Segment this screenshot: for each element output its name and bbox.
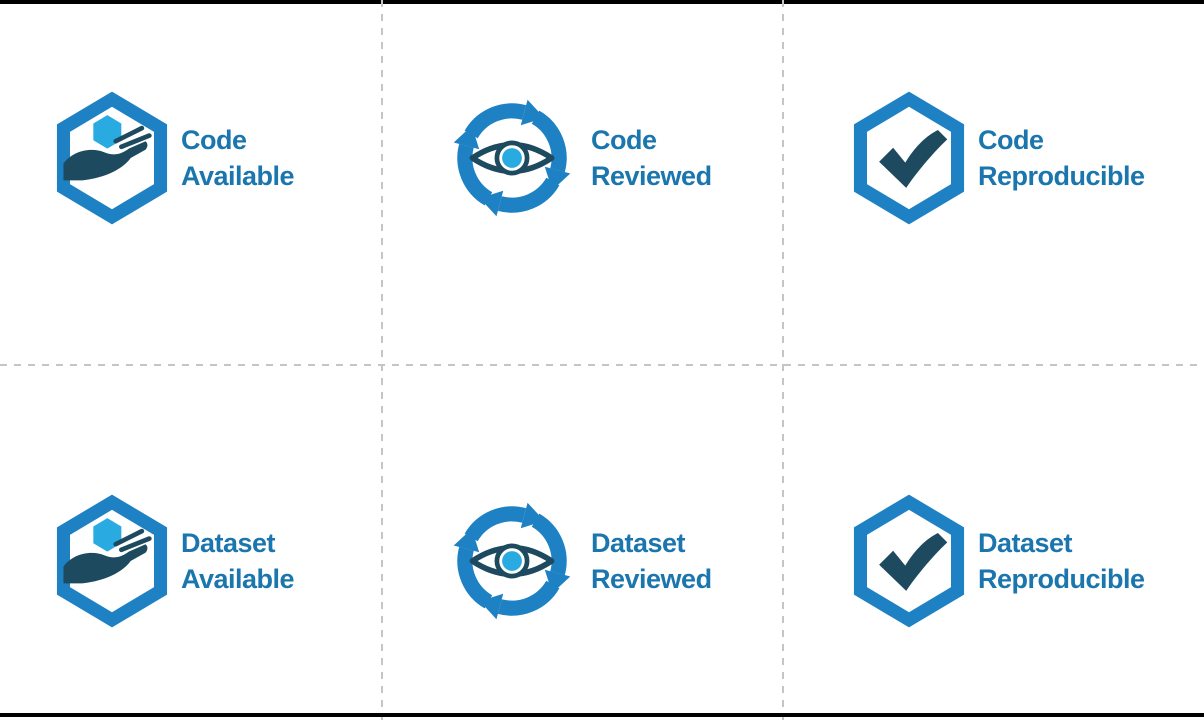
badge-dataset-reviewed: Dataset Reviewed xyxy=(446,495,712,627)
hexagon-checkmark-icon xyxy=(853,494,965,628)
badge-code-reviewed: Code Reviewed xyxy=(446,92,712,224)
bottom-border-bar xyxy=(0,713,1204,717)
hand-holding-hexagon-icon xyxy=(56,494,168,628)
badge-label-line1: Dataset xyxy=(978,527,1073,558)
grid-divider-horizontal xyxy=(0,364,1204,366)
badge-label-line1: Dataset xyxy=(181,527,276,558)
badge-code-reproducible: Code Reproducible xyxy=(853,91,1145,225)
badge-label: Dataset Reviewed xyxy=(591,525,712,597)
badge-label: Code Available xyxy=(181,122,295,194)
badge-label: Code Reviewed xyxy=(591,122,712,194)
badge-label-line1: Code xyxy=(181,124,247,155)
cell-dataset-available: Dataset Available xyxy=(0,365,382,720)
grid-divider-vertical-1 xyxy=(381,0,383,720)
badge-label-line1: Code xyxy=(591,124,657,155)
cell-dataset-reproducible: Dataset Reproducible xyxy=(783,365,1204,720)
cycle-arrows-eye-icon xyxy=(446,92,578,224)
badge-label-line2: Reproducible xyxy=(978,563,1145,594)
badge-label: Dataset Available xyxy=(181,525,295,597)
badge-dataset-reproducible: Dataset Reproducible xyxy=(853,494,1145,628)
badge-label-line1: Code xyxy=(978,124,1044,155)
hand-holding-hexagon-icon xyxy=(56,91,168,225)
cell-dataset-reviewed: Dataset Reviewed xyxy=(382,365,783,720)
badge-label-line2: Available xyxy=(181,160,295,191)
badge-dataset-available: Dataset Available xyxy=(56,494,295,628)
grid-divider-vertical-2 xyxy=(782,0,784,720)
badge-label-line2: Reproducible xyxy=(978,160,1145,191)
badge-label-line2: Reviewed xyxy=(591,160,712,191)
cell-code-reviewed: Code Reviewed xyxy=(382,0,783,365)
cell-code-reproducible: Code Reproducible xyxy=(783,0,1204,365)
cell-code-available: Code Available xyxy=(0,0,382,365)
badge-label: Code Reproducible xyxy=(978,122,1145,194)
top-border-bar xyxy=(0,0,1204,4)
badge-label: Dataset Reproducible xyxy=(978,525,1145,597)
cycle-arrows-eye-icon xyxy=(446,495,578,627)
badge-code-available: Code Available xyxy=(56,91,295,225)
badge-label-line1: Dataset xyxy=(591,527,686,558)
hexagon-checkmark-icon xyxy=(853,91,965,225)
badge-label-line2: Reviewed xyxy=(591,563,712,594)
badge-label-line2: Available xyxy=(181,563,295,594)
